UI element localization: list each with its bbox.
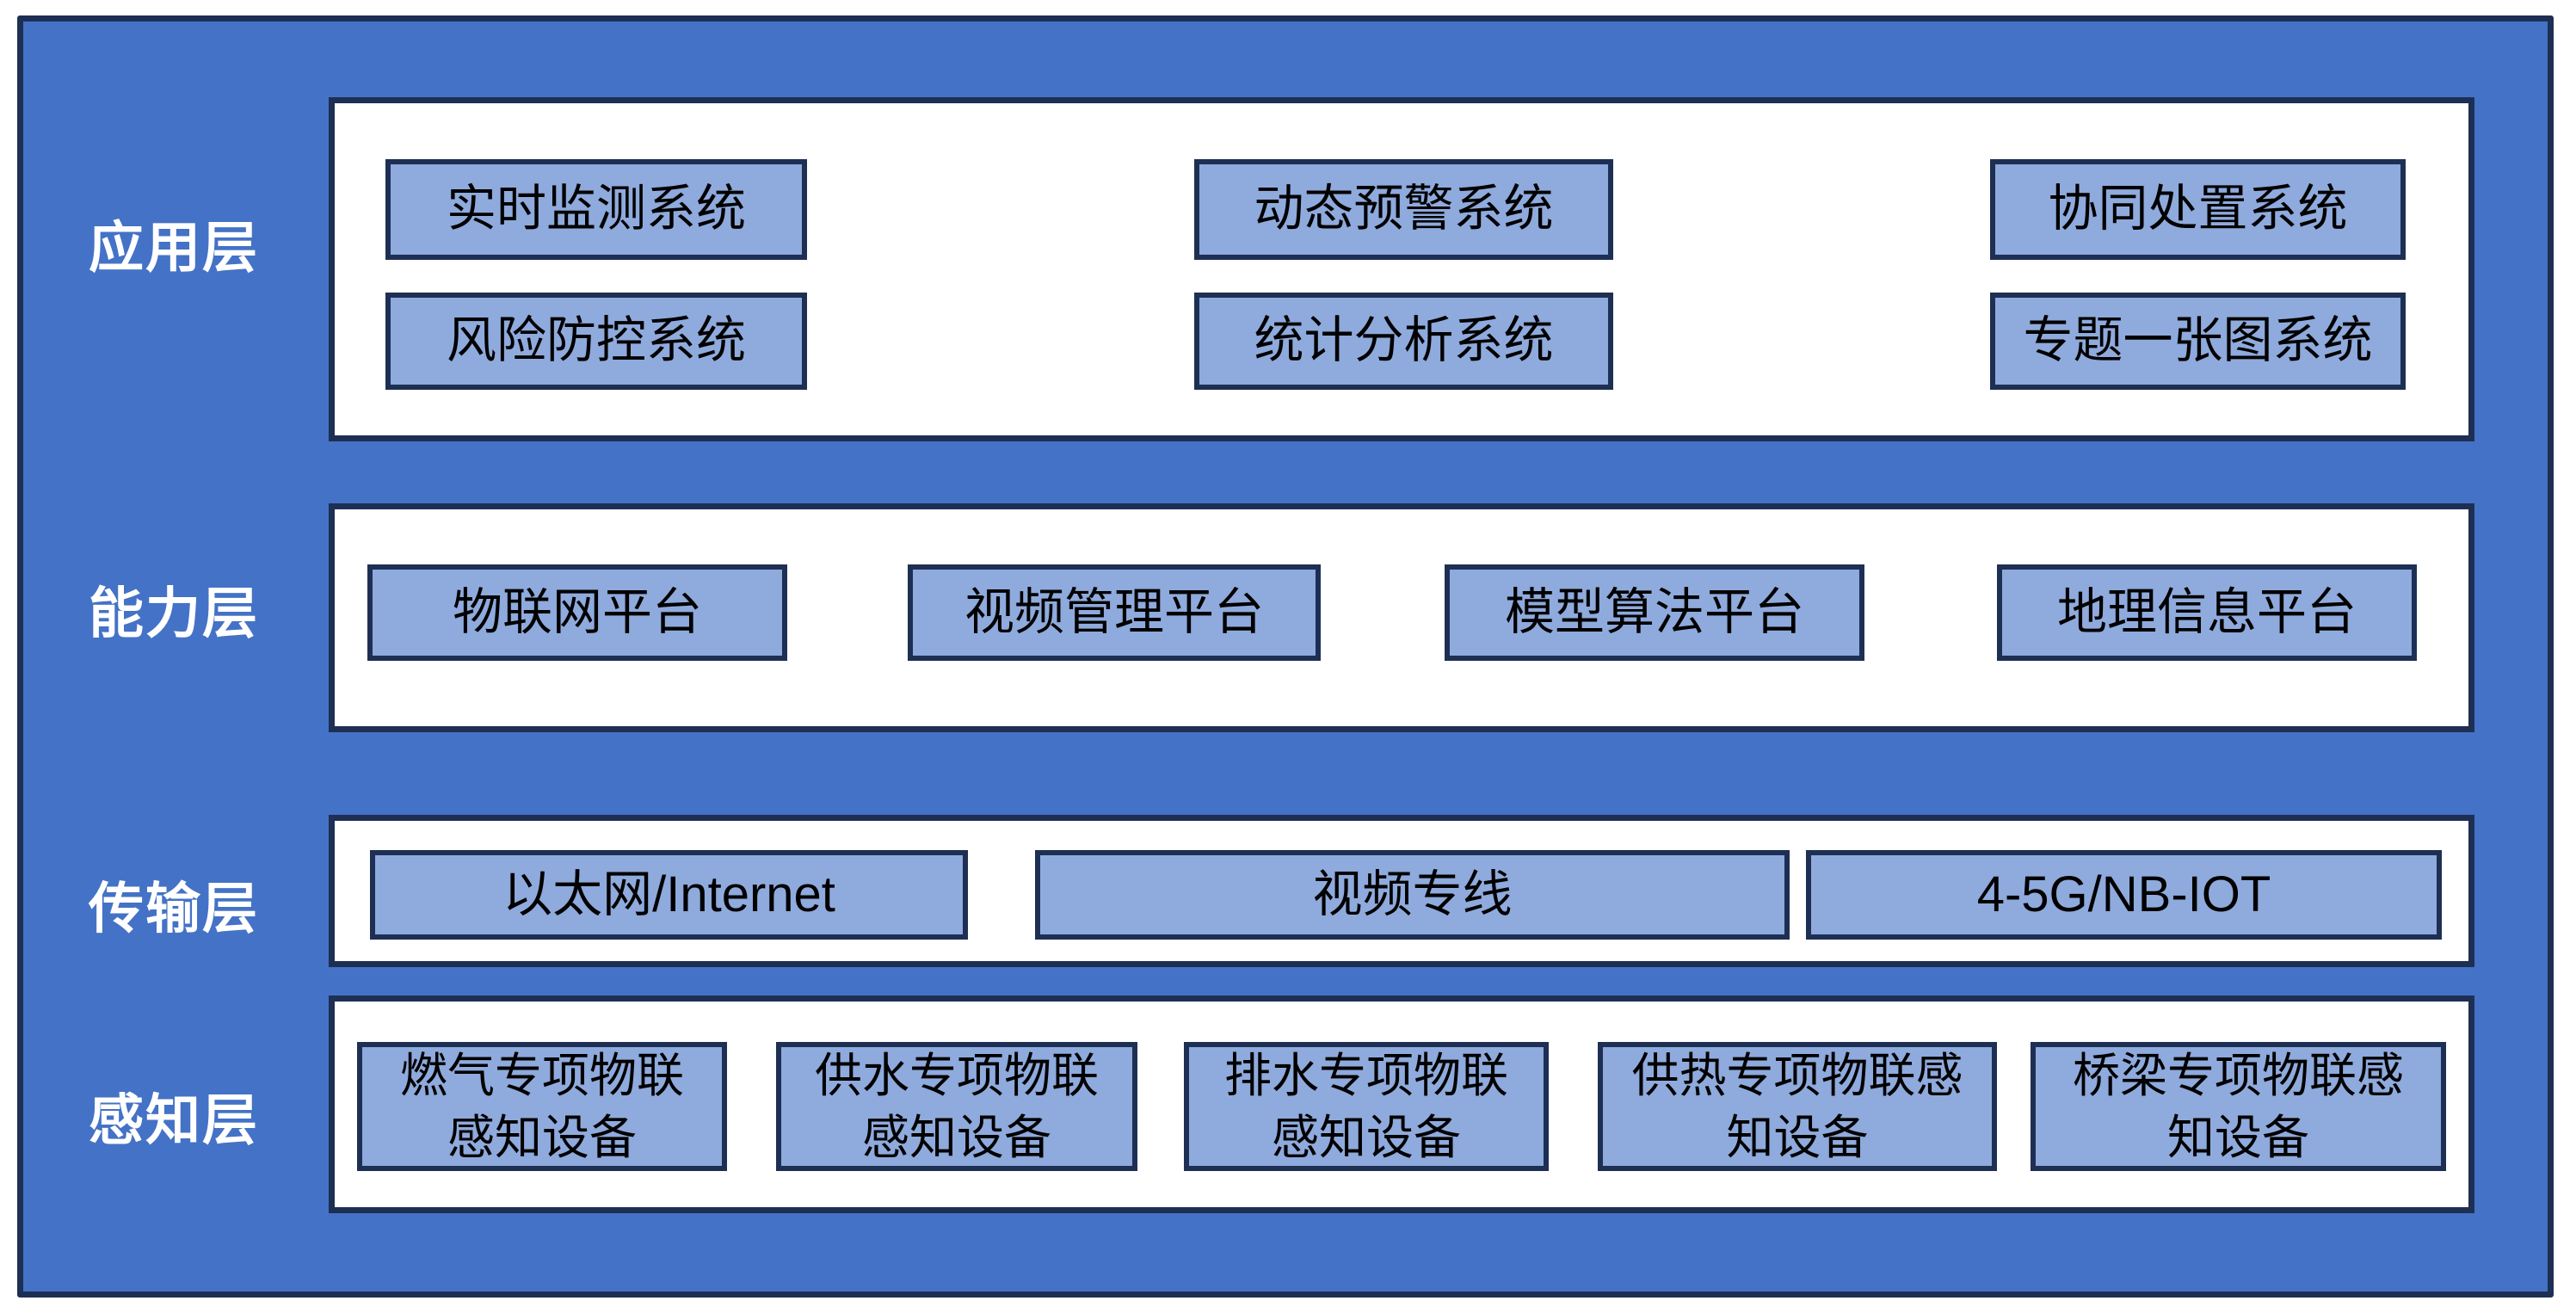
box-realtime-monitoring-system: 实时监测系统 bbox=[385, 159, 807, 260]
box-video-management-platform: 视频管理平台 bbox=[908, 564, 1321, 661]
box-ethernet-internet: 以太网/Internet bbox=[370, 850, 968, 940]
box-bridge-iot-sensing-devices: 桥梁专项物联感知设备 bbox=[2031, 1042, 2446, 1171]
layer-label-perception: 感知层 bbox=[89, 1089, 259, 1151]
box-model-algorithm-platform: 模型算法平台 bbox=[1445, 564, 1864, 661]
box-drainage-iot-sensing-devices: 排水专项物联感知设备 bbox=[1184, 1042, 1549, 1171]
box-water-supply-iot-sensing-devices: 供水专项物联感知设备 bbox=[776, 1042, 1137, 1171]
box-risk-prevention-system: 风险防控系统 bbox=[385, 293, 807, 390]
box-thematic-one-map-system: 专题一张图系统 bbox=[1990, 293, 2406, 390]
box-collaborative-disposal-system: 协同处置系统 bbox=[1990, 159, 2406, 260]
panel-application-layer bbox=[329, 97, 2474, 441]
box-statistical-analysis-system: 统计分析系统 bbox=[1194, 293, 1613, 390]
box-iot-platform: 物联网平台 bbox=[367, 564, 787, 661]
box-gas-iot-sensing-devices: 燃气专项物联感知设备 bbox=[357, 1042, 727, 1171]
box-dynamic-warning-system: 动态预警系统 bbox=[1194, 159, 1613, 260]
layer-label-application: 应用层 bbox=[89, 217, 259, 279]
layer-label-capability: 能力层 bbox=[89, 583, 259, 644]
box-heating-iot-sensing-devices: 供热专项物联感知设备 bbox=[1598, 1042, 1997, 1171]
layer-label-transmission: 传输层 bbox=[89, 878, 259, 940]
box-4-5g-nb-iot: 4-5G/NB-IOT bbox=[1806, 850, 2442, 940]
box-gis-platform: 地理信息平台 bbox=[1997, 564, 2417, 661]
box-video-private-line: 视频专线 bbox=[1035, 850, 1790, 940]
